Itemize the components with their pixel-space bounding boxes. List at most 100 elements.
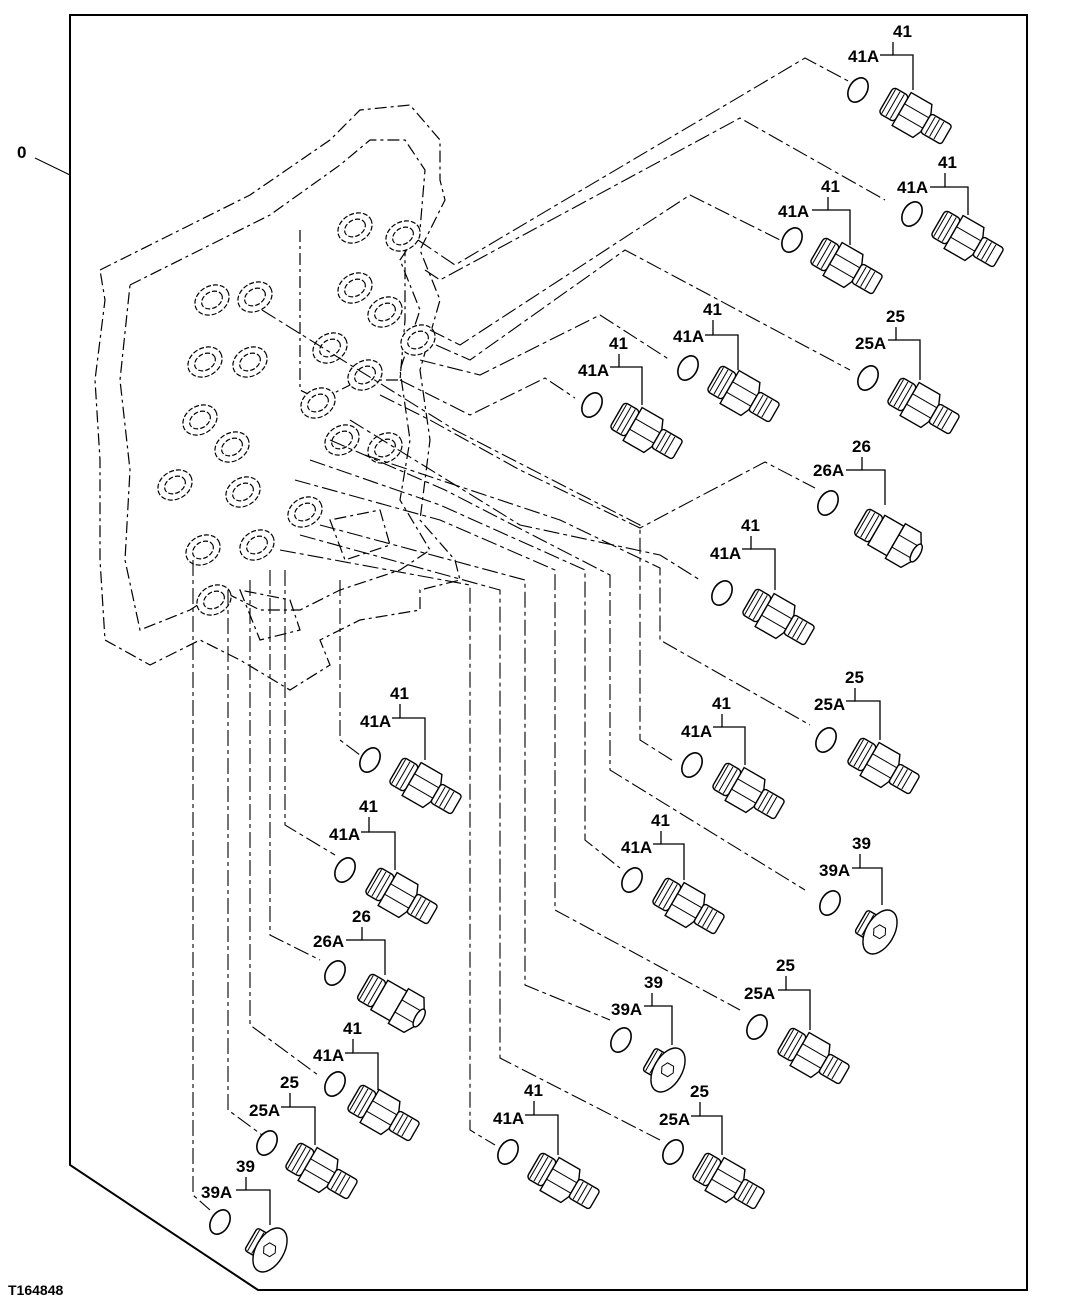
port: [185, 534, 221, 566]
fitting-41-label: 41: [741, 516, 760, 535]
fitting-41-label: 41: [390, 684, 409, 703]
female-adapters: [357, 508, 923, 1034]
fitting-25-label: 25: [690, 1082, 709, 1101]
assembly-label: 0: [17, 143, 26, 162]
oring-26a-label: 26A: [313, 932, 344, 951]
callout-8: 25 25A: [814, 668, 881, 740]
plug: [854, 909, 898, 955]
straight-fitting: [347, 1084, 420, 1142]
port: [337, 272, 373, 304]
port: [324, 424, 360, 456]
port: [367, 296, 403, 328]
fitting-41-label: 41: [821, 177, 840, 196]
o-ring: [621, 867, 643, 893]
oring-41a-label: 41A: [329, 825, 360, 844]
plug-39-label: 39: [852, 834, 871, 853]
leader-lines: [192, 57, 886, 1211]
o-ring: [610, 1027, 632, 1053]
fitting-41-label: 41: [343, 1019, 362, 1038]
straight-fittings: [285, 87, 1004, 1210]
callout-12: 39 39A: [819, 834, 883, 905]
fitting-41-label: 41: [651, 811, 670, 830]
fitting-25-label: 25: [280, 1073, 299, 1092]
straight-fitting: [742, 588, 815, 646]
callout-0: 41 41A: [848, 22, 914, 90]
oring-41a-label: 41A: [621, 838, 652, 857]
straight-fitting: [712, 762, 785, 820]
figure-id: T164848: [8, 1282, 63, 1298]
oring-26a-label: 26A: [813, 461, 844, 480]
o-ring: [847, 77, 869, 103]
oring-39a-label: 39A: [201, 1183, 232, 1202]
plugs: [244, 909, 898, 1273]
adapter-26-label: 26: [852, 437, 871, 456]
callout-6: 26 26A: [813, 437, 886, 505]
port: [347, 359, 383, 391]
port: [367, 432, 403, 464]
oring-25a-label: 25A: [855, 334, 886, 353]
callout-20: 25 25A: [249, 1073, 316, 1145]
plug: [244, 1227, 288, 1273]
callout-5: 25 25A: [855, 307, 921, 380]
female-adapter: [357, 973, 426, 1034]
oring-41a-label: 41A: [710, 544, 741, 563]
oring-41a-label: 41A: [493, 1109, 524, 1128]
straight-fitting: [707, 365, 780, 423]
o-ring: [746, 1014, 768, 1040]
fitting-41-label: 41: [712, 694, 731, 713]
o-ring: [324, 1071, 346, 1097]
callout-17: 41 41A: [313, 1019, 379, 1090]
callout-16: 39 39A: [611, 973, 673, 1045]
port: [194, 284, 230, 316]
o-ring: [857, 365, 879, 391]
straight-fitting: [692, 1152, 765, 1210]
o-ring: [256, 1130, 278, 1156]
oring-41a-label: 41A: [673, 327, 704, 346]
o-ring: [681, 752, 703, 778]
callout-1: 41 41A: [897, 153, 969, 215]
fitting-41-label: 41: [359, 797, 378, 816]
o-ring: [815, 727, 837, 753]
straight-fitting: [810, 237, 883, 295]
o-ring: [817, 490, 839, 516]
oring-25a-label: 25A: [659, 1110, 690, 1129]
valve-ports: [157, 212, 436, 616]
plug-39-label: 39: [236, 1157, 255, 1176]
oring-25a-label: 25A: [814, 695, 845, 714]
fitting-25-label: 25: [845, 668, 864, 687]
oring-41a-label: 41A: [897, 178, 928, 197]
callout-19: 25 25A: [659, 1082, 723, 1155]
oring-41a-label: 41A: [578, 361, 609, 380]
oring-41a-label: 41A: [360, 712, 391, 731]
port: [300, 387, 336, 419]
callout-14: 26 26A: [313, 907, 386, 975]
callout-18: 41 41A: [493, 1081, 559, 1155]
callout-11: 41 41A: [621, 811, 685, 880]
oring-25a-label: 25A: [744, 984, 775, 1003]
fitting-41-label: 41: [609, 334, 628, 353]
port: [239, 529, 275, 561]
fitting-41-label: 41: [703, 300, 722, 319]
callouts: 41 41A 41 41A 41 41A 41 41A 41: [201, 22, 969, 1225]
o-ring: [359, 747, 381, 773]
straight-fitting: [652, 877, 725, 935]
callout-10: 41 41A: [360, 684, 426, 760]
straight-fitting: [527, 1152, 600, 1210]
o-rings: [209, 77, 923, 1235]
valve-body-outline: [94, 104, 461, 691]
assembly-frame: [34, 14, 1028, 1291]
o-ring: [662, 1139, 684, 1165]
o-ring: [711, 580, 733, 606]
straight-fitting: [887, 377, 960, 435]
callout-13: 41 41A: [329, 797, 396, 870]
o-ring: [334, 857, 356, 883]
port: [196, 584, 232, 616]
o-ring: [677, 355, 699, 381]
port: [182, 404, 218, 436]
straight-fitting: [389, 757, 462, 815]
callout-7: 41 41A: [710, 516, 776, 590]
o-ring: [324, 960, 346, 986]
port: [237, 281, 273, 313]
port: [312, 332, 348, 364]
port: [214, 431, 250, 463]
